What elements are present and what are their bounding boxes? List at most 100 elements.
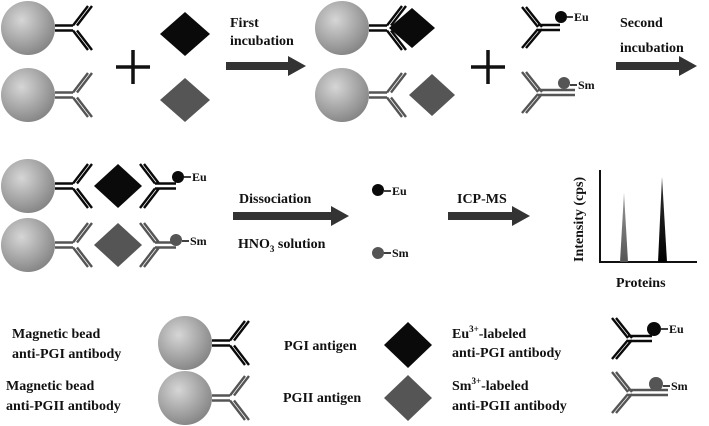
eu-labeled-antibody: Eu: [521, 6, 589, 49]
legend-eu-labeled-antibody: Eu3+-labeled anti-PGI antibody Eu: [452, 317, 684, 361]
pgi-antigen-diamond: [389, 8, 435, 48]
first-incubation-label-line1: First: [230, 16, 259, 31]
eu-labeled-antibody: [138, 162, 178, 210]
arrow-icon: [233, 206, 349, 226]
eu-tag-dot: [647, 322, 661, 336]
legend-sm-labeled-antibody: Sm3+-labeled anti-PGII antibody Sm: [452, 371, 688, 414]
eu-suffix: -labeled: [479, 327, 527, 342]
hno3-prefix: HNO: [238, 237, 270, 252]
icp-ms-spectrum-chart: Intensity (cps) Proteins: [572, 170, 697, 291]
anti-pgi-antibody: [210, 319, 251, 367]
legend-pgii-antigen: PGII antigen: [283, 375, 432, 421]
icp-ms-label: ICP-MS: [457, 192, 507, 207]
magnetic-bead: [1, 159, 55, 213]
legend-bead-pgi: Magnetic bead anti-PGI antibody: [12, 316, 251, 370]
eu-tag-label: Eu: [669, 322, 684, 336]
sm-tag-label: Sm: [392, 246, 409, 260]
first-incubation-step: First incubation: [226, 16, 306, 76]
sandwich-complex-pgi: Eu: [1, 159, 207, 213]
sm-tag-dot: [170, 234, 182, 246]
second-incubation-label-line2: incubation: [620, 41, 684, 56]
eu-peak: [658, 177, 667, 262]
row1-bead-pgii: [1, 68, 94, 122]
pgi-antigen-diamond: [384, 322, 432, 368]
hno3-subscript: 3: [270, 244, 275, 254]
eu-tag-dot: [172, 171, 184, 183]
magnetic-bead: [158, 316, 212, 370]
pgii-antigen-diamond: [160, 78, 210, 122]
anti-pgii-antibody: [210, 374, 251, 422]
pgi-antigen-diamond: [160, 12, 210, 56]
magnetic-bead: [315, 68, 369, 122]
eu-ion: Eu: [452, 327, 469, 342]
sm-labeled-antibody: [138, 221, 178, 269]
first-incubation-label-line2: incubation: [230, 34, 294, 49]
eu-tag-dot: [372, 184, 384, 196]
legend-sm-label-line2: anti-PGII antibody: [452, 399, 567, 414]
legend-pgi-antigen: PGI antigen: [284, 322, 432, 368]
free-eu-ion: Eu: [372, 184, 407, 198]
legend-bead-pgi-line2: anti-PGI antibody: [12, 347, 121, 362]
sm-tag-dot: [649, 377, 663, 391]
second-incubation-label-line1: Second: [620, 16, 663, 31]
sm-peak: [620, 193, 628, 262]
eu-tag-dot: [555, 11, 567, 23]
hno3-suffix: solution: [274, 237, 325, 252]
row1-complex-pgii: [315, 68, 455, 122]
icp-ms-step: ICP-MS: [448, 192, 530, 226]
legend-sm-label-line1: Sm3+-labeled: [452, 376, 529, 394]
magnetic-bead: [315, 1, 369, 55]
legend-bead-pgii-line1: Magnetic bead: [6, 379, 94, 394]
sm-tag-label: Sm: [671, 379, 688, 393]
arrow-icon: [448, 206, 530, 226]
anti-pgii-antibody: [367, 71, 408, 119]
sm-tag-label: Sm: [578, 78, 595, 92]
sm-ion: Sm: [452, 379, 472, 394]
magnetic-bead: [1, 218, 55, 272]
magnetic-bead: [158, 371, 212, 425]
sm-tag-label: Sm: [190, 234, 207, 248]
legend: Magnetic bead anti-PGI antibody Magnetic…: [6, 316, 688, 425]
sm-charge: 3+: [471, 376, 481, 386]
eu-tag-label: Eu: [392, 184, 407, 198]
magnetic-bead: [1, 68, 55, 122]
free-sm-ion: Sm: [372, 246, 409, 260]
sm-suffix: -labeled: [481, 379, 529, 394]
legend-pgi-antigen-label: PGI antigen: [284, 339, 357, 354]
legend-pgii-antigen-label: PGII antigen: [283, 391, 361, 406]
pgii-antigen-diamond: [384, 375, 432, 421]
chart-x-axis-label: Proteins: [616, 276, 666, 291]
sandwich-complex-pgii: Sm: [1, 218, 207, 272]
legend-eu-label-line2: anti-PGI antibody: [452, 346, 561, 361]
anti-pgi-antibody: [53, 162, 94, 210]
chart-y-axis-label: Intensity (cps): [572, 176, 587, 262]
second-incubation-step: Second incubation: [616, 16, 697, 76]
legend-eu-label-line1: Eu3+-labeled: [452, 324, 526, 342]
row1-complex-pgi: [315, 1, 435, 55]
magnetic-bead: [1, 1, 55, 55]
pgii-antigen-diamond: [94, 223, 142, 267]
plus-sign: [471, 50, 505, 84]
row1-bead-pgi: [1, 1, 94, 55]
legend-bead-pgi-line1: Magnetic bead: [12, 327, 100, 342]
pgi-antigen-diamond: [94, 164, 142, 208]
hno3-solution-label: HNO3 solution: [238, 237, 326, 254]
legend-bead-pgii: Magnetic bead anti-PGII antibody: [6, 371, 251, 425]
dissociation-step: Dissociation HNO3 solution: [233, 192, 349, 254]
eu-charge: 3+: [469, 324, 479, 334]
anti-pgii-antibody: [53, 71, 94, 119]
anti-pgi-antibody: [53, 4, 94, 52]
sm-labeled-antibody: Sm: [521, 71, 595, 114]
chart-axes: [599, 170, 697, 263]
pgii-antigen-diamond: [409, 74, 455, 116]
sm-tag-dot: [558, 77, 570, 89]
dissociation-label: Dissociation: [239, 192, 312, 207]
arrow-icon: [616, 56, 697, 76]
plus-sign: [116, 50, 150, 84]
sm-tag-dot: [372, 247, 384, 259]
legend-bead-pgii-line2: anti-PGII antibody: [6, 399, 121, 414]
arrow-icon: [226, 56, 306, 76]
eu-tag-label: Eu: [574, 10, 589, 24]
eu-tag-label: Eu: [192, 170, 207, 184]
